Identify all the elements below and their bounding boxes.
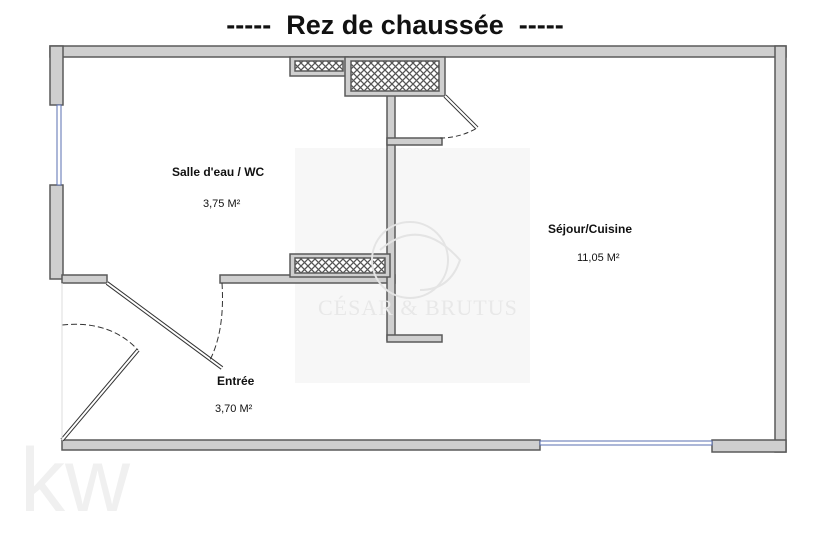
room-area-living: 11,05 M² [577, 252, 620, 264]
room-area-entrance: 3,70 M² [215, 403, 253, 415]
lion-logo-watermark [371, 221, 462, 299]
room-area-bathroom: 3,75 M² [203, 198, 241, 210]
floor-title: ----- Rez de chaussée ----- [226, 10, 564, 40]
room-name-living: Séjour/Cuisine [548, 222, 633, 236]
room-name-entrance: Entrée [217, 374, 255, 388]
outer-walls [49, 45, 787, 453]
brand-watermark: kw [20, 431, 130, 531]
storage-hatches [294, 60, 440, 274]
windows [56, 104, 713, 446]
doors [60, 94, 479, 442]
agency-watermark: CÉSAR & BRUTUS [318, 295, 518, 320]
room-name-bathroom: Salle d'eau / WC [172, 165, 265, 179]
